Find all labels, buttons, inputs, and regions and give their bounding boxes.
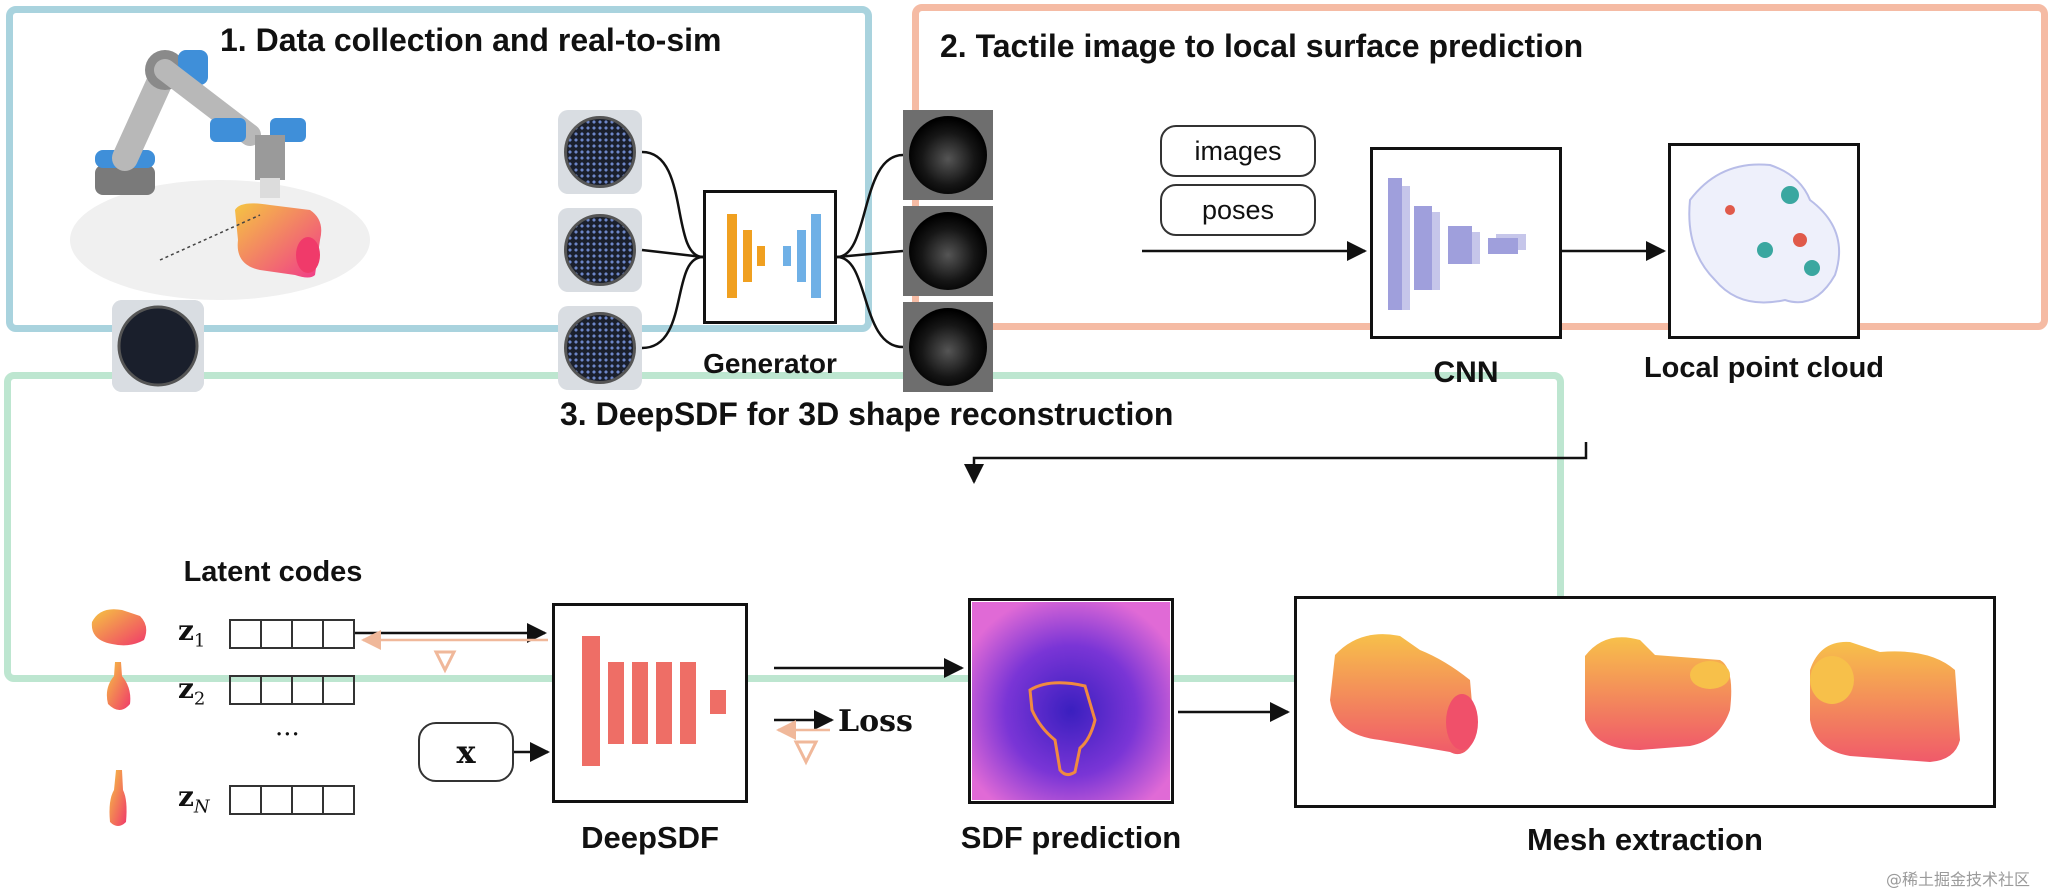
latent-codes-title: Latent codes xyxy=(183,556,363,588)
panel2-title: 2. Tactile image to local surface predic… xyxy=(940,28,1584,64)
latent-code-vector-2 xyxy=(229,675,355,705)
tactile-to-generator-lines xyxy=(641,150,704,350)
poses-input-label: poses xyxy=(1160,184,1316,236)
mesh-extraction-label: Mesh extraction xyxy=(1526,822,1763,857)
panel-data-collection xyxy=(6,6,872,332)
sdf-zero-contour xyxy=(1028,681,1097,777)
tactile-image-2 xyxy=(558,208,642,292)
watermark: @稀土掘金技术社区 xyxy=(1886,870,2031,889)
mesh-reconstruction-3 xyxy=(1810,641,1960,762)
arrow-panel2-to-panel3 xyxy=(964,442,1588,484)
latent-label-z2: z2 xyxy=(178,672,206,710)
mesh-reconstruction-1 xyxy=(1330,634,1478,755)
nabla-icon-latent xyxy=(433,650,457,674)
loss-label: Loss xyxy=(838,704,913,739)
generated-image-1 xyxy=(903,110,993,200)
generator-label: Generator xyxy=(703,348,837,379)
cnn-glyph xyxy=(1388,178,1526,310)
sdf-prediction-label: SDF prediction xyxy=(960,820,1182,855)
panel1-title: 1. Data collection and real-to-sim xyxy=(220,22,722,58)
local-point-cloud-glyph xyxy=(1688,163,1841,304)
sdf-field-image xyxy=(972,602,1170,800)
nabla-icon-loss xyxy=(793,740,819,766)
local-point-cloud-label: Local point cloud xyxy=(1643,352,1885,384)
query-point-x-box: x xyxy=(418,722,514,782)
latent-label-z1: z1 xyxy=(178,614,206,652)
object-vase-thumbnail xyxy=(106,662,131,710)
images-input-label: images xyxy=(1160,125,1316,177)
object-camera-thumbnail xyxy=(91,609,147,646)
tactile-image-3 xyxy=(558,306,642,390)
panel3-title: 3. DeepSDF for 3D shape reconstruction xyxy=(560,396,1174,432)
latent-code-vector-1 xyxy=(229,619,355,649)
tactile-image-1 xyxy=(558,110,642,194)
generated-image-3 xyxy=(903,302,993,392)
real-tactile-disk xyxy=(117,305,199,387)
latent-label-zN: zN xyxy=(178,780,210,818)
object-thumbnails xyxy=(91,609,147,826)
deepsdf-glyph xyxy=(582,636,726,766)
robot-arm-illustration xyxy=(70,50,370,300)
mesh-reconstruction-2 xyxy=(1585,637,1732,750)
generator-glyph xyxy=(727,214,821,298)
cnn-label: CNN xyxy=(1433,356,1499,389)
deepsdf-label: DeepSDF xyxy=(581,820,719,855)
object-bottle-thumbnail xyxy=(109,770,127,826)
ellipsis: ··· xyxy=(275,720,300,750)
latent-code-vector-N xyxy=(229,785,355,815)
generated-image-2 xyxy=(903,206,993,296)
generator-to-image-lines xyxy=(836,153,904,349)
panel-deepsdf xyxy=(4,372,1564,682)
